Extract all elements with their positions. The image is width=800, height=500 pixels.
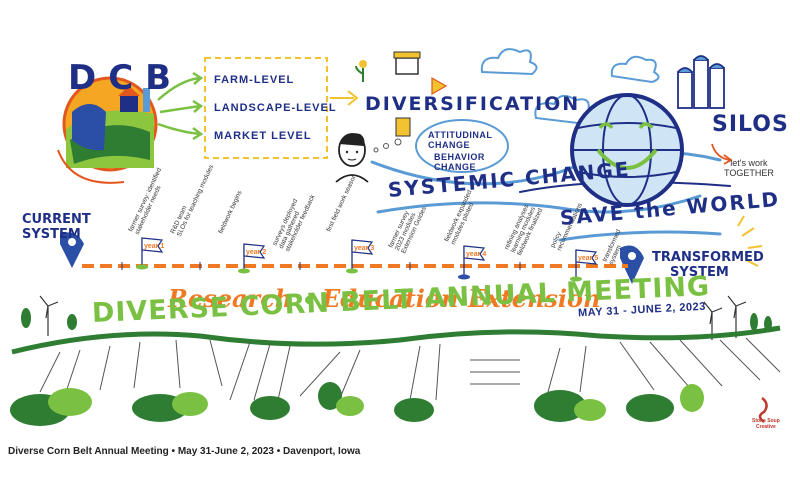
bush-icon (10, 382, 704, 426)
logo-line-1: Stone Soup (752, 418, 780, 424)
market-level-label: MARKET LEVEL (214, 130, 312, 142)
year-label-2: year 2 (246, 249, 266, 256)
pillar-education: Education (322, 284, 459, 313)
current-system-label: CURRENT SYSTEM (22, 212, 91, 242)
timeline-note-line: SLOs for teaching modules (176, 163, 216, 238)
notepad-icon (395, 117, 411, 137)
timeline-note-line: fieldwork begins (217, 189, 243, 235)
market-stand-icon (393, 51, 421, 75)
timeline-note-line: first field work season (325, 173, 358, 233)
year-labels: year 1 year 2 year 3 year 4 year 5 (144, 243, 598, 262)
thought-bubble (415, 119, 509, 173)
current-system-line-1: CURRENT (22, 212, 91, 227)
farm-level-label: FARM-LEVEL (214, 74, 295, 86)
year-label-5: year 5 (578, 255, 598, 262)
thought-dots (373, 138, 402, 153)
farm-landscape-icon (62, 76, 158, 172)
timeline-note-5: first field work season (325, 173, 358, 233)
play-triangle-icon (431, 76, 448, 96)
dcb-acronym: DCB (68, 58, 184, 98)
transformed-system-line-1: TRANSFORMED (652, 250, 764, 265)
logo-line-2: Creative (756, 424, 776, 430)
pillar-extension: Extension (468, 284, 601, 313)
timeline (60, 232, 644, 284)
stone-soup-logo-icon (758, 397, 768, 423)
sun-rays (737, 215, 763, 267)
landscape-swoosh (57, 149, 125, 184)
horizon-line (11, 325, 781, 355)
levels-box (204, 57, 328, 159)
transformed-system-line-2: SYSTEM (670, 265, 729, 280)
timeline-note-3: fieldwork begins (217, 189, 243, 235)
diversification-heading: DIVERSIFICATION (365, 93, 581, 115)
field-rows (39, 337, 781, 401)
pillar-research: Research (168, 284, 293, 313)
year-label-3: year 3 (354, 245, 374, 252)
year-label-1: year 1 (144, 243, 164, 250)
footer-caption: Diverse Corn Belt Annual Meeting • May 3… (8, 446, 361, 457)
person-icon (335, 133, 369, 183)
together-line-1: let's work (730, 158, 768, 168)
transformed-system-label: TRANSFORMED SYSTEM (652, 250, 764, 280)
level-arrows (157, 71, 204, 141)
together-line-2: TOGETHER (724, 168, 774, 178)
current-system-line-2: SYSTEM (22, 227, 81, 242)
stone-soup-logo-text: Stone Soup Creative (752, 418, 780, 430)
lets-work-together: let's work TOGETHER (724, 158, 774, 178)
silos-building-icon (677, 55, 725, 109)
silos-label: SILOS (712, 112, 789, 137)
year-label-4: year 4 (466, 251, 486, 258)
smiling-globe-icon (570, 93, 684, 207)
pillar-separators (305, 296, 456, 304)
attitudinal-change-label: ATTITUDINAL CHANGE (428, 130, 493, 150)
behavior-change-label: BEHAVIOR CHANGE (434, 152, 485, 172)
sprout-icon (355, 60, 367, 82)
landscape-level-label: LANDSCAPE-LEVEL (214, 102, 337, 114)
flag-holes (136, 264, 582, 282)
